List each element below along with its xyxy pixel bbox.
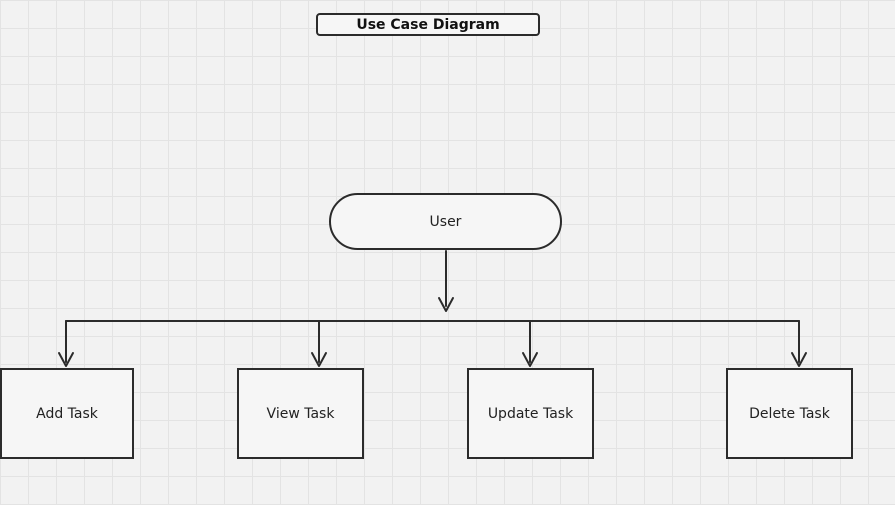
actor-user-node[interactable]: User xyxy=(329,193,562,250)
arrowhead-delete-task xyxy=(791,352,807,367)
use-case-label: View Task xyxy=(266,405,335,422)
use-case-label: Update Task xyxy=(487,405,574,422)
diagram-title-text: Use Case Diagram xyxy=(356,16,500,33)
use-case-label: Add Task xyxy=(36,405,98,422)
use-case-delete-task[interactable]: Delete Task xyxy=(726,368,853,459)
arrowhead-update-task xyxy=(522,352,538,367)
arrowhead-add-task xyxy=(58,352,74,367)
actor-label: User xyxy=(429,213,462,230)
diagram-title[interactable]: Use Case Diagram xyxy=(316,13,540,36)
arrowhead-view-task xyxy=(311,352,327,367)
use-case-update-task[interactable]: Update Task xyxy=(467,368,594,459)
use-case-view-task[interactable]: View Task xyxy=(237,368,364,459)
use-case-add-task[interactable]: Add Task xyxy=(0,368,134,459)
actor-arrowhead xyxy=(438,297,454,312)
use-case-label: Delete Task xyxy=(749,405,830,422)
